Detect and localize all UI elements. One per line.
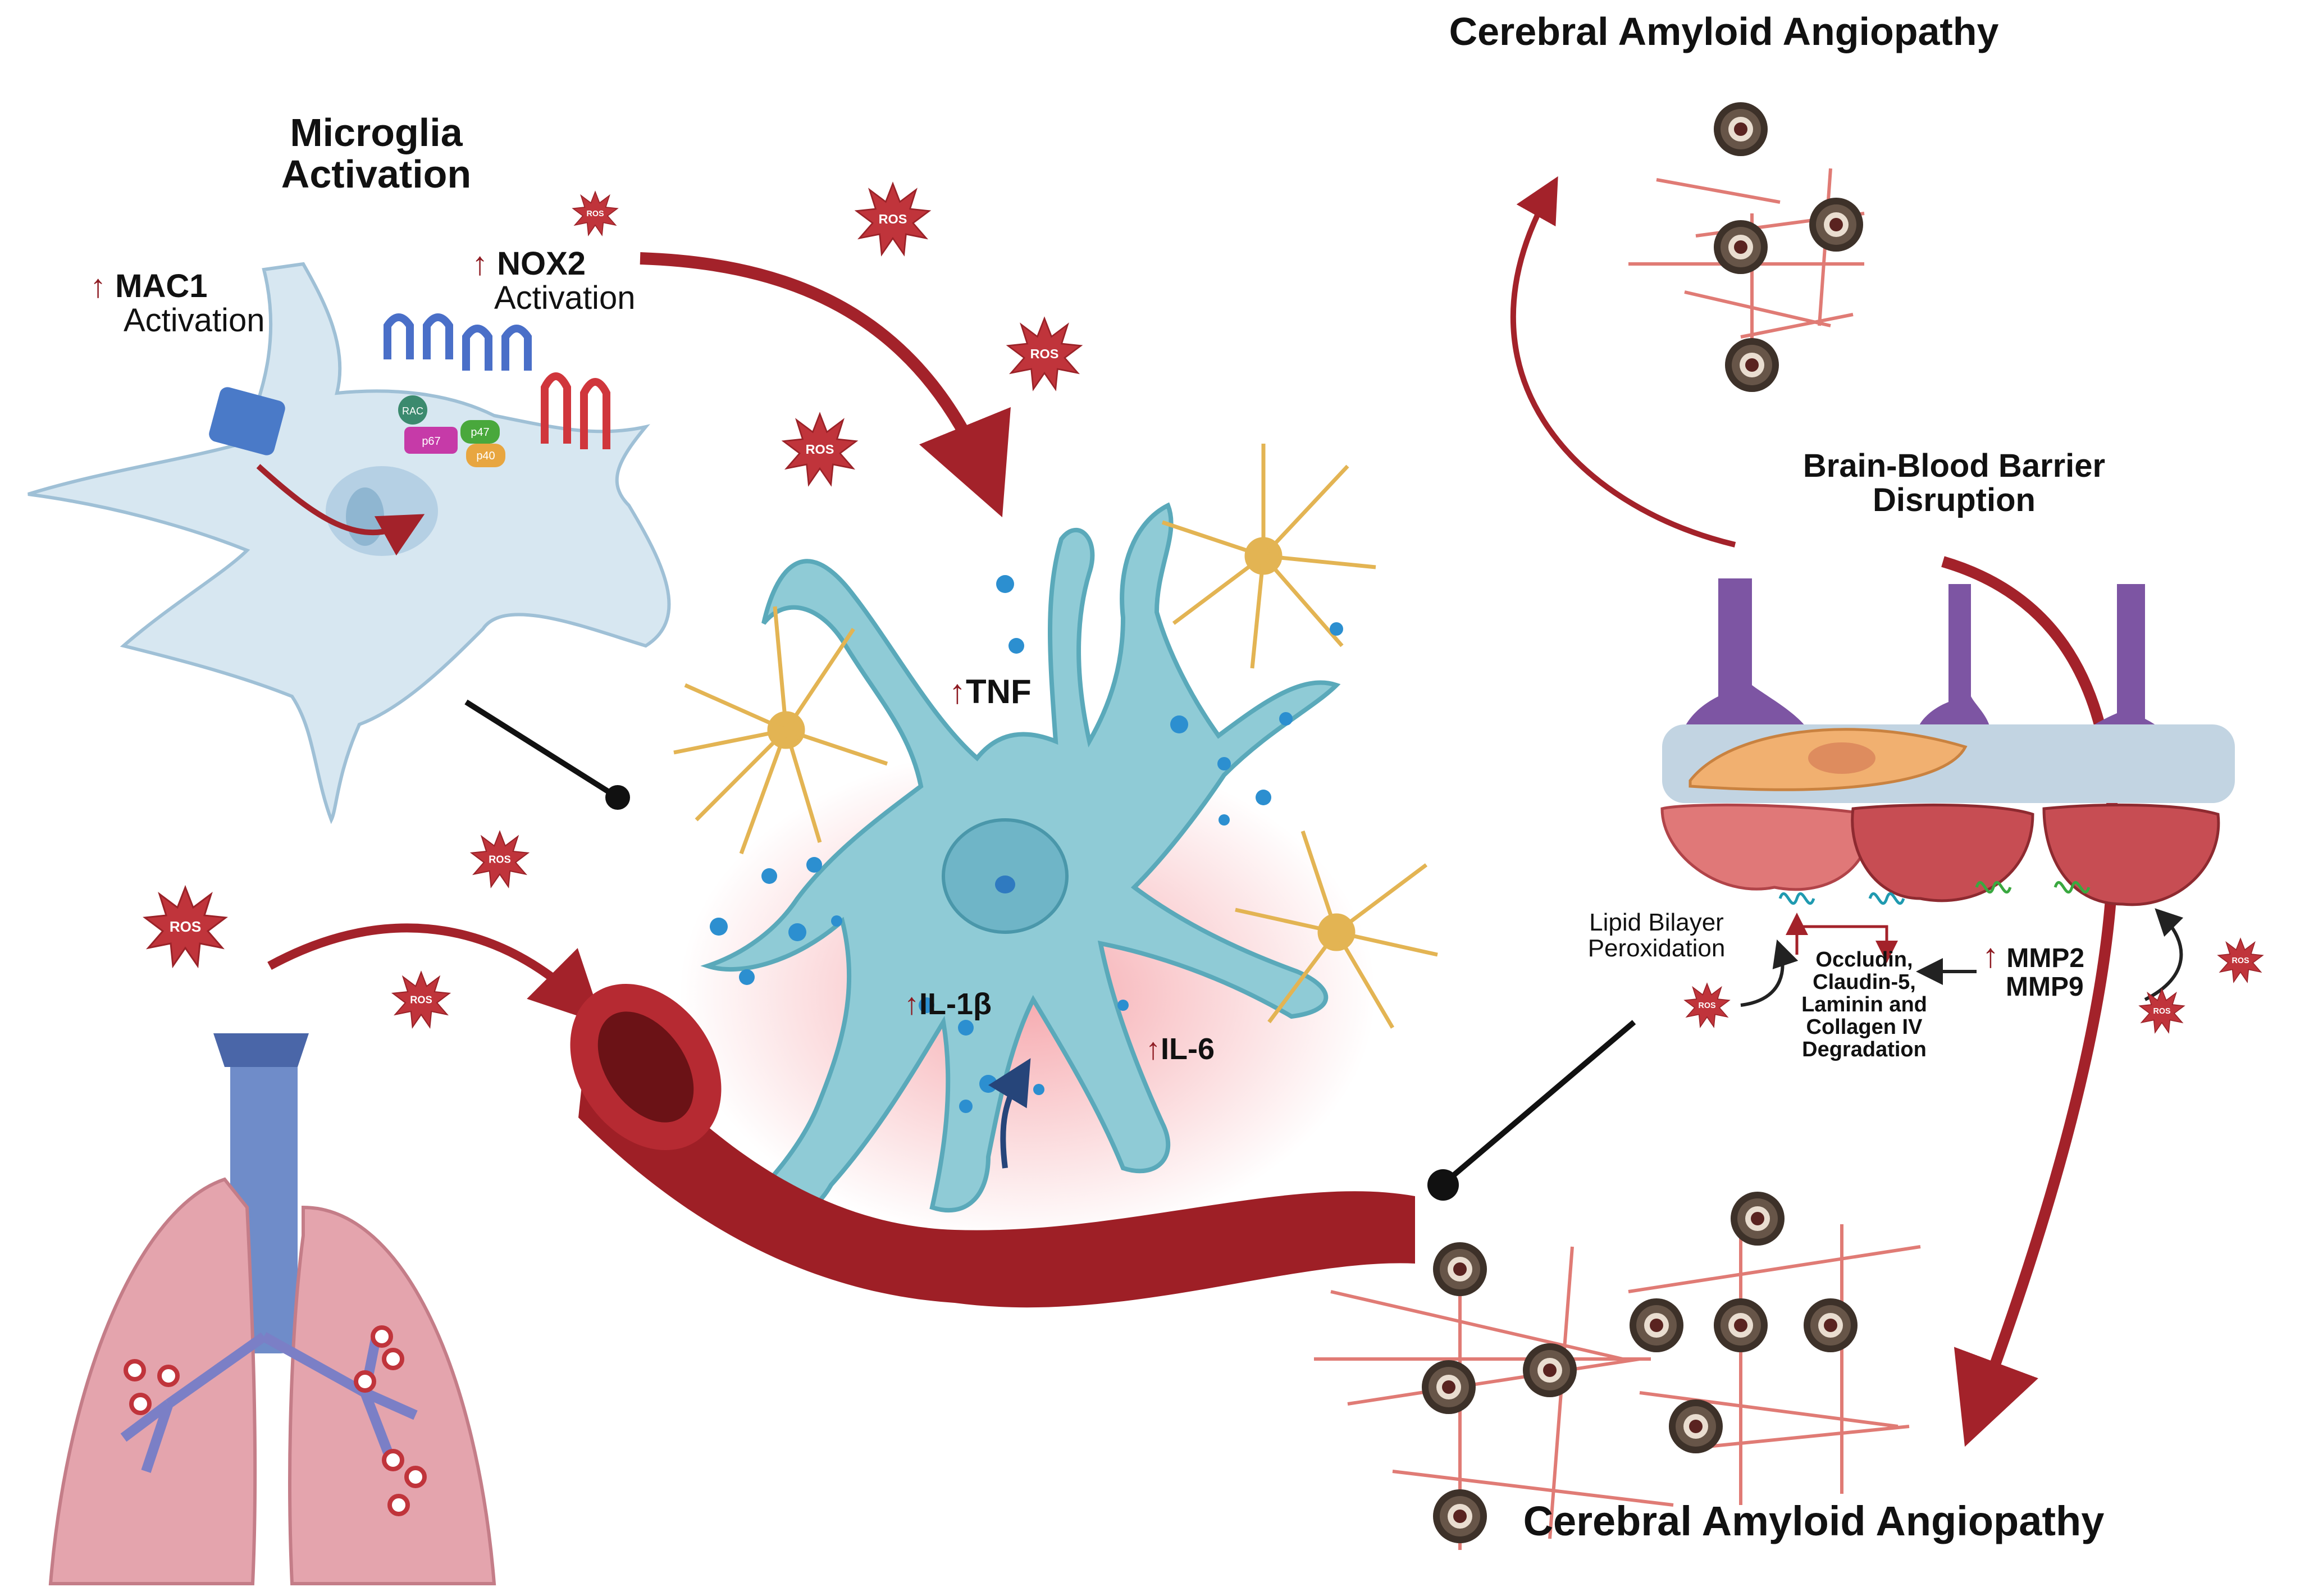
bbb-title-line2: Disruption bbox=[1873, 481, 2036, 518]
degradation-line3: Laminin and bbox=[1801, 992, 1927, 1016]
ros-label: ROS bbox=[2153, 1007, 2171, 1016]
mmp-label: ↑ MMP2 MMP9 bbox=[1982, 938, 2084, 1001]
ros-burst: ROS bbox=[144, 886, 227, 967]
nox2-activation: Activation bbox=[494, 279, 636, 316]
degradation-line5: Degradation bbox=[1802, 1037, 1927, 1061]
tnf-label: ↑TNF bbox=[949, 674, 1032, 709]
lipid-line2: Peroxidation bbox=[1587, 934, 1726, 963]
neuron bbox=[700, 502, 1341, 1229]
ros-label: ROS bbox=[1699, 1001, 1716, 1010]
increase-arrow-icon: ↑ bbox=[1146, 1032, 1161, 1066]
amyloid-cluster-bottom bbox=[1314, 1192, 1921, 1550]
bbb-structure bbox=[1660, 578, 2235, 1007]
ros-burst: ROS bbox=[471, 831, 529, 888]
il6-label: ↑IL-6 bbox=[1146, 1033, 1215, 1065]
ros-label: ROS bbox=[587, 209, 604, 218]
ros-bursts: ROS ROS ROS ROS ROS ROS ROS ROS ROS ROS bbox=[144, 183, 2264, 1033]
microglia-title-line2: Activation bbox=[281, 152, 472, 196]
ros-label: ROS bbox=[806, 442, 834, 457]
ros-burst: ROS bbox=[855, 183, 930, 256]
ros-label: ROS bbox=[170, 918, 201, 935]
mmp9-name: MMP9 bbox=[2006, 972, 2084, 1002]
increase-arrow-icon: ↑ bbox=[1982, 937, 1999, 974]
microglia-cell bbox=[28, 262, 671, 824]
astrocyte-upper-right bbox=[1161, 444, 1376, 669]
degradation-line2: Claudin-5, bbox=[1813, 970, 1916, 994]
lung-to-vessel-arrow bbox=[267, 923, 603, 1024]
microglia-title: Microglia Activation bbox=[247, 112, 505, 195]
nox-subunit-label: p47 bbox=[471, 426, 489, 439]
astrocyte-lower-right bbox=[1235, 830, 1438, 1029]
il6-name: IL-6 bbox=[1161, 1032, 1215, 1066]
nox-subunit-label: p67 bbox=[422, 435, 440, 448]
ros-label: ROS bbox=[2232, 956, 2249, 965]
nox-subunit-label: p40 bbox=[476, 450, 495, 462]
inhibition-connectors bbox=[464, 699, 1636, 1201]
mac1-label: ↑ MAC1 Activation bbox=[90, 268, 265, 339]
caa-top-title: Cerebral Amyloid Angiopathy bbox=[1449, 10, 1999, 53]
mmp2-name: MMP2 bbox=[2006, 943, 2085, 973]
mac1-name: MAC1 bbox=[115, 268, 208, 304]
nox-subunit-label: RAC bbox=[402, 405, 423, 417]
ros-burst: ROS bbox=[392, 971, 450, 1028]
increase-arrow-icon: ↑ bbox=[949, 673, 966, 710]
ros-label: ROS bbox=[489, 854, 510, 865]
lipid-peroxidation-label: Lipid Bilayer Peroxidation bbox=[1550, 909, 1763, 963]
ros-to-neuron-arrow bbox=[640, 252, 1011, 518]
nox2-label: ↑ NOX2 Activation bbox=[472, 247, 635, 316]
degradation-line4: Collagen IV bbox=[1806, 1015, 1923, 1039]
ros-label: ROS bbox=[1030, 346, 1059, 361]
mac1-activation: Activation bbox=[124, 302, 265, 339]
degradation-line1: Occludin, bbox=[1815, 948, 1913, 972]
amyloid-cluster-top bbox=[1628, 102, 1865, 392]
il1b-name: IL-1β bbox=[919, 987, 992, 1021]
ros-burst: ROS bbox=[2217, 938, 2264, 983]
astrocyte-left bbox=[673, 606, 888, 855]
il1b-label: ↑IL-1β bbox=[904, 988, 992, 1020]
degradation-label: Occludin, Claudin-5, Laminin and Collage… bbox=[1786, 949, 1943, 1061]
ros-burst: ROS bbox=[1684, 983, 1730, 1028]
increase-arrow-icon: ↑ bbox=[90, 268, 106, 304]
increase-arrow-icon: ↑ bbox=[472, 245, 488, 282]
release-arrow bbox=[988, 1058, 1031, 1169]
microglia-title-line1: Microglia bbox=[290, 111, 463, 154]
ros-label: ROS bbox=[410, 994, 432, 1005]
ros-burst: ROS bbox=[572, 191, 618, 236]
lungs bbox=[48, 1033, 496, 1585]
ros-burst: ROS bbox=[782, 413, 857, 486]
cytokine-particles bbox=[710, 575, 1343, 1113]
tnf-name: TNF bbox=[966, 673, 1032, 710]
blood-vessel bbox=[570, 983, 1415, 1308]
bbb-to-caa-top-arrow bbox=[1510, 176, 1736, 548]
bbb-title-line1: Brain-Blood Barrier bbox=[1802, 448, 2106, 484]
nox2-name: NOX2 bbox=[497, 245, 586, 282]
ros-burst: ROS bbox=[2139, 988, 2185, 1033]
bbb-title: Brain-Blood Barrier Disruption bbox=[1752, 449, 2156, 518]
caa-bottom-title: Cerebral Amyloid Angiopathy bbox=[1523, 1498, 2105, 1544]
lipid-line1: Lipid Bilayer bbox=[1589, 909, 1724, 936]
ros-burst: ROS bbox=[1007, 317, 1082, 390]
increase-arrow-icon: ↑ bbox=[904, 987, 919, 1021]
ros-label: ROS bbox=[879, 212, 907, 226]
